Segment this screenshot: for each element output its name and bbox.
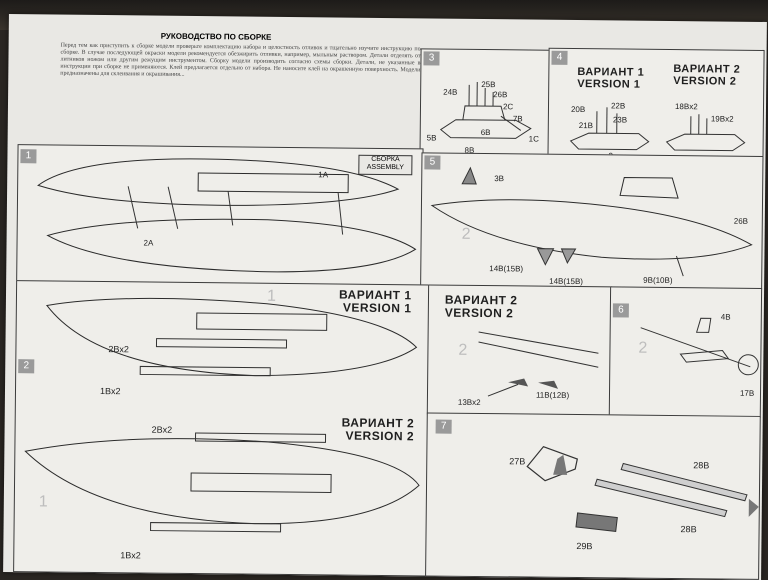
panel-step-6: ВАРИАНТ 2 VERSION 2 2 13Bx2 11B(12B) <box>427 284 612 416</box>
sail-grille-diagram <box>14 281 429 575</box>
label-9B-10B: 9B(10B) <box>643 276 672 285</box>
label-6B: 6B <box>481 128 491 137</box>
label-3B: 3B <box>494 174 504 183</box>
panel-step-1: 1 СБОРКА ASSEMBLY 1A 2A <box>16 144 423 286</box>
label-13Bx2: 13Bx2 <box>458 398 481 407</box>
label-19Bx2: 19Bx2 <box>711 114 734 123</box>
label-28B-b: 28B <box>681 524 697 534</box>
fade-marker-2b: 2 <box>458 342 467 360</box>
label-1C: 1C <box>529 134 539 143</box>
label-14B-15B: 14B(15B) <box>489 264 523 273</box>
fade-marker-2: 2 <box>462 226 471 244</box>
label-1Bx2: 1Bx2 <box>100 386 121 396</box>
label-2Bx2: 2Bx2 <box>108 344 129 354</box>
label-27B: 27B <box>509 456 525 466</box>
label-4B: 4B <box>721 313 731 322</box>
fade-marker-1b: 1 <box>39 493 48 511</box>
label-1Bx2-v2: 1Bx2 <box>120 550 141 560</box>
label-29B: 29B <box>576 541 592 551</box>
label-26B-s5: 26B <box>734 217 748 226</box>
instructions-header: РУКОВОДСТВО ПО СБОРКЕ Перед тем как прис… <box>50 24 421 148</box>
label-2A: 2A <box>144 238 154 247</box>
panel-step-3: 3 24B 25B 26B 2C 7B 6B 5B 8B 1C <box>419 48 550 159</box>
label-26B: 26B <box>493 90 507 99</box>
propeller-diagram <box>610 287 761 417</box>
label-1A: 1A <box>318 170 328 179</box>
panel-step-7: 7 27B 28B 28B 29B <box>425 412 761 579</box>
panel-step-4: 4 ВАРИАНТ 1 VERSION 1 ВАРИАНТ 2 VERSION … <box>547 48 764 162</box>
fade-marker-1: 1 <box>267 288 276 306</box>
label-5B: 5B <box>427 133 437 142</box>
label-18Bx2: 18Bx2 <box>675 102 698 111</box>
label-23B: 23B <box>613 115 627 124</box>
label-20B: 20B <box>571 105 585 114</box>
hull-halves-diagram <box>17 145 422 285</box>
label-22B: 22B <box>611 101 625 110</box>
panel-step-2: 2 ВАРИАНТ 1 VERSION 1 ВАРИАНТ 2 VERSION … <box>13 280 430 576</box>
label-2Bx2-v2: 2Bx2 <box>152 425 173 435</box>
label-25B: 25B <box>481 80 495 89</box>
panel-step-6b: 6 2 4B 17B <box>609 286 762 418</box>
instruction-sheet: РУКОВОДСТВО ПО СБОРКЕ Перед тем как прис… <box>3 14 767 580</box>
instructions-text: Перед тем как приступить к сборке модели… <box>60 43 420 82</box>
rudder-diagram <box>428 285 611 415</box>
label-2C: 2C <box>503 102 513 111</box>
label-17B: 17B <box>740 389 754 398</box>
display-stand-diagram <box>426 413 760 578</box>
panel-step-5: 5 2 3B 26B 14B(15B) 14B(15B) 9B(10B) <box>420 152 763 290</box>
hull-fittings-diagram <box>421 153 762 289</box>
label-28B: 28B <box>693 460 709 470</box>
instructions-title: РУКОВОДСТВО ПО СБОРКЕ <box>161 32 272 42</box>
label-14B-15B-b: 14B(15B) <box>549 277 583 286</box>
label-24B: 24B <box>443 88 457 97</box>
label-11B-12B: 11B(12B) <box>536 391 569 400</box>
label-7B: 7B <box>513 114 523 123</box>
fade-marker-2c: 2 <box>638 340 647 358</box>
label-21B: 21B <box>579 121 593 130</box>
